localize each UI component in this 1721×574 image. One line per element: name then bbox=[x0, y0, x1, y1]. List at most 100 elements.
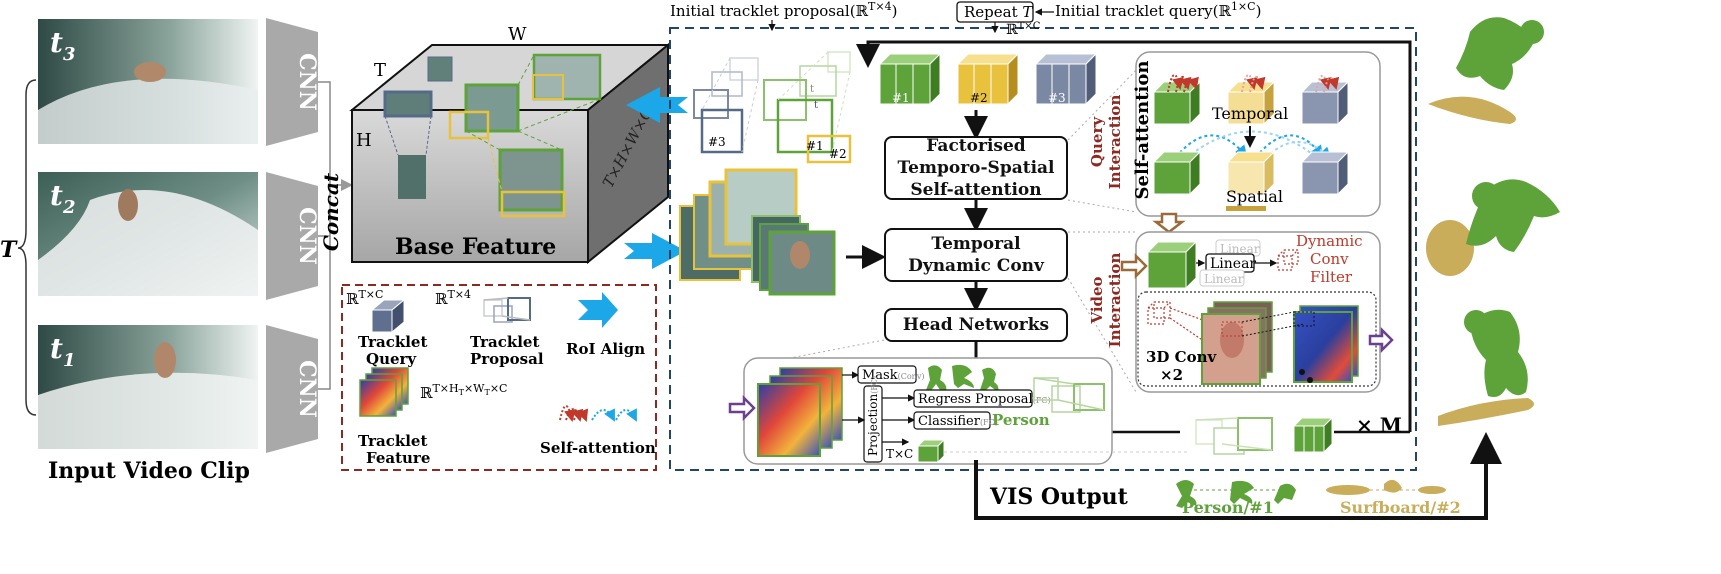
legend-feature-mid: ×W bbox=[464, 382, 485, 395]
dc-line-2: Dynamic Conv bbox=[908, 256, 1044, 276]
proposal-1-label: #1 bbox=[806, 139, 824, 153]
query-1-label: #1 bbox=[892, 91, 910, 105]
factorised-self-attention-box: Factorised Temporo-Spatial Self-attentio… bbox=[884, 136, 1068, 200]
query-close: ) bbox=[1256, 2, 1262, 20]
frame-t2-sub: 2 bbox=[62, 197, 76, 218]
regressed-proposal-ghost bbox=[1033, 377, 1105, 413]
qi-temporal-arrows bbox=[1167, 74, 1340, 93]
legend-roi-label: RoI Align bbox=[566, 340, 645, 358]
vi-linear-ghost-1-text: Linear bbox=[1220, 242, 1260, 256]
sa-line-3: Self-attention bbox=[910, 180, 1042, 200]
query-2-label: #2 bbox=[970, 91, 988, 105]
cnn-blocks bbox=[266, 18, 318, 453]
svg-text:Repeat T: Repeat T bbox=[964, 3, 1033, 21]
svg-text:ℝT×HT×WT×C: ℝT×HT×WT×C bbox=[420, 382, 507, 402]
legend-feature-label-1: Tracklet bbox=[358, 432, 427, 450]
repeat-var: T bbox=[1022, 3, 1033, 21]
cnn-label-t2: CNN bbox=[294, 207, 320, 265]
qi-cubes-bottom bbox=[1152, 150, 1350, 211]
svg-text:t1: t1 bbox=[50, 332, 75, 371]
query-math: (ℝ bbox=[1213, 2, 1232, 20]
projection-output-shape: T×C bbox=[886, 447, 913, 461]
loop-proposal-ghost bbox=[1195, 417, 1273, 455]
svg-text:t2: t2 bbox=[50, 179, 75, 218]
classifier-output-person: Person bbox=[992, 411, 1050, 429]
input-caption: Input Video Clip bbox=[48, 458, 250, 484]
legend-selfatt-label: Self-attention bbox=[540, 439, 656, 457]
roi-arrow-bottom bbox=[624, 233, 686, 269]
legend-proposal-label-1: Tracklet bbox=[470, 333, 539, 351]
legend-feature-label-2: Feature bbox=[366, 449, 430, 467]
proposal-text: Initial tracklet proposal bbox=[670, 2, 850, 20]
legend-box bbox=[341, 284, 657, 471]
cnn-block-t2 bbox=[266, 172, 318, 300]
vi-3dconv-features-left bbox=[1201, 301, 1273, 385]
sa-line-2: Temporo-Spatial bbox=[897, 158, 1055, 178]
query-cube-1 bbox=[878, 52, 942, 106]
frame-t1-label: t bbox=[50, 332, 63, 365]
roi-arrow-top bbox=[626, 87, 688, 123]
vi-dynamic-filter-icon bbox=[1277, 249, 1299, 271]
query-3-label: #3 bbox=[1048, 91, 1066, 105]
svg-text:Initial tracklet proposal(ℝT×4: Initial tracklet proposal(ℝT×4) bbox=[670, 0, 897, 20]
svg-text:Regress Proposal(FC): Regress Proposal(FC) bbox=[918, 392, 1051, 407]
proposal-sup: T×4 bbox=[868, 0, 892, 13]
legend-feature-icon bbox=[359, 367, 409, 417]
proposal-2-label: #2 bbox=[829, 147, 847, 161]
time-axis-label: T bbox=[0, 237, 18, 263]
legend-selfatt-icon bbox=[559, 405, 637, 422]
frame-t3-label: t bbox=[50, 26, 63, 59]
tracklet-features-stack bbox=[679, 168, 836, 296]
head-input-arrow bbox=[728, 394, 756, 422]
legend-query-label-1: Tracklet bbox=[358, 333, 427, 351]
vi-3dconv-features-right bbox=[1241, 305, 1359, 383]
legend-feature-math: ℝ bbox=[420, 384, 433, 402]
self-attention-title: Self-attention bbox=[1132, 61, 1153, 200]
legend-proposal-math: ℝ bbox=[435, 290, 448, 308]
svg-text:ℝT×C: ℝT×C bbox=[346, 288, 383, 308]
proposal-close: ) bbox=[892, 2, 898, 20]
dim-w-label: W bbox=[508, 24, 527, 45]
vi-dyn-3: Filter bbox=[1310, 268, 1353, 286]
frame-t1-sub: 1 bbox=[63, 350, 76, 371]
legend-query-label-2: Query bbox=[366, 350, 417, 368]
legend-feature-sub2: T bbox=[485, 388, 491, 397]
repeat-m-label: × M bbox=[1356, 413, 1402, 437]
mask-head-box bbox=[857, 365, 917, 384]
concat-connector bbox=[318, 81, 331, 390]
output-surfboard-masks bbox=[1326, 479, 1446, 495]
vi-linear-ghost-2-text: Linear bbox=[1204, 272, 1244, 286]
svg-text:t: t bbox=[810, 84, 814, 95]
time-brace bbox=[17, 79, 37, 416]
frame-t2-label: t bbox=[50, 179, 63, 212]
legend-proposal-icon bbox=[483, 297, 531, 323]
base-feature-title: Base Feature bbox=[395, 234, 556, 260]
svg-text:Classifier(FC): Classifier(FC) bbox=[918, 414, 998, 429]
legend-query-sup: T×C bbox=[358, 288, 383, 301]
output-person-label: Person/#1 bbox=[1182, 498, 1274, 517]
legend-query-math: ℝ bbox=[346, 290, 359, 308]
concat-label: Concat bbox=[319, 172, 343, 251]
cnn-label-t3: CNN bbox=[294, 53, 320, 111]
sa-line-1: Factorised bbox=[926, 136, 1026, 156]
svg-text:t3: t3 bbox=[50, 26, 75, 65]
svg-text:ℝT×C: ℝT×C bbox=[1006, 21, 1041, 38]
mask-head-label: Mask bbox=[862, 368, 898, 383]
repeat-below-math: ℝ bbox=[1006, 22, 1018, 38]
svg-text:Mask(Conv): Mask(Conv) bbox=[862, 368, 924, 383]
legend-proposal-label-2: Proposal bbox=[470, 350, 544, 368]
dim-t-label: T bbox=[374, 60, 386, 81]
vi-query-cube bbox=[1146, 240, 1198, 290]
repeat-loop-arrow bbox=[856, 40, 1412, 432]
input-frames bbox=[38, 19, 258, 449]
proposal-sub-t2: t bbox=[810, 84, 814, 95]
vi-3dconv-label-1: 3D Conv bbox=[1146, 348, 1218, 366]
proposal-math: (ℝ bbox=[850, 2, 869, 20]
vi-linear-ghost-2 bbox=[1199, 269, 1245, 287]
base-feature-cube bbox=[349, 42, 671, 265]
temporal-dynamic-conv-box: Temporal Dynamic Conv bbox=[884, 228, 1068, 282]
qi-output-arrow bbox=[1152, 212, 1186, 234]
query-interaction-side-2: Interaction bbox=[1106, 95, 1124, 190]
dim-h-label: H bbox=[356, 130, 372, 151]
